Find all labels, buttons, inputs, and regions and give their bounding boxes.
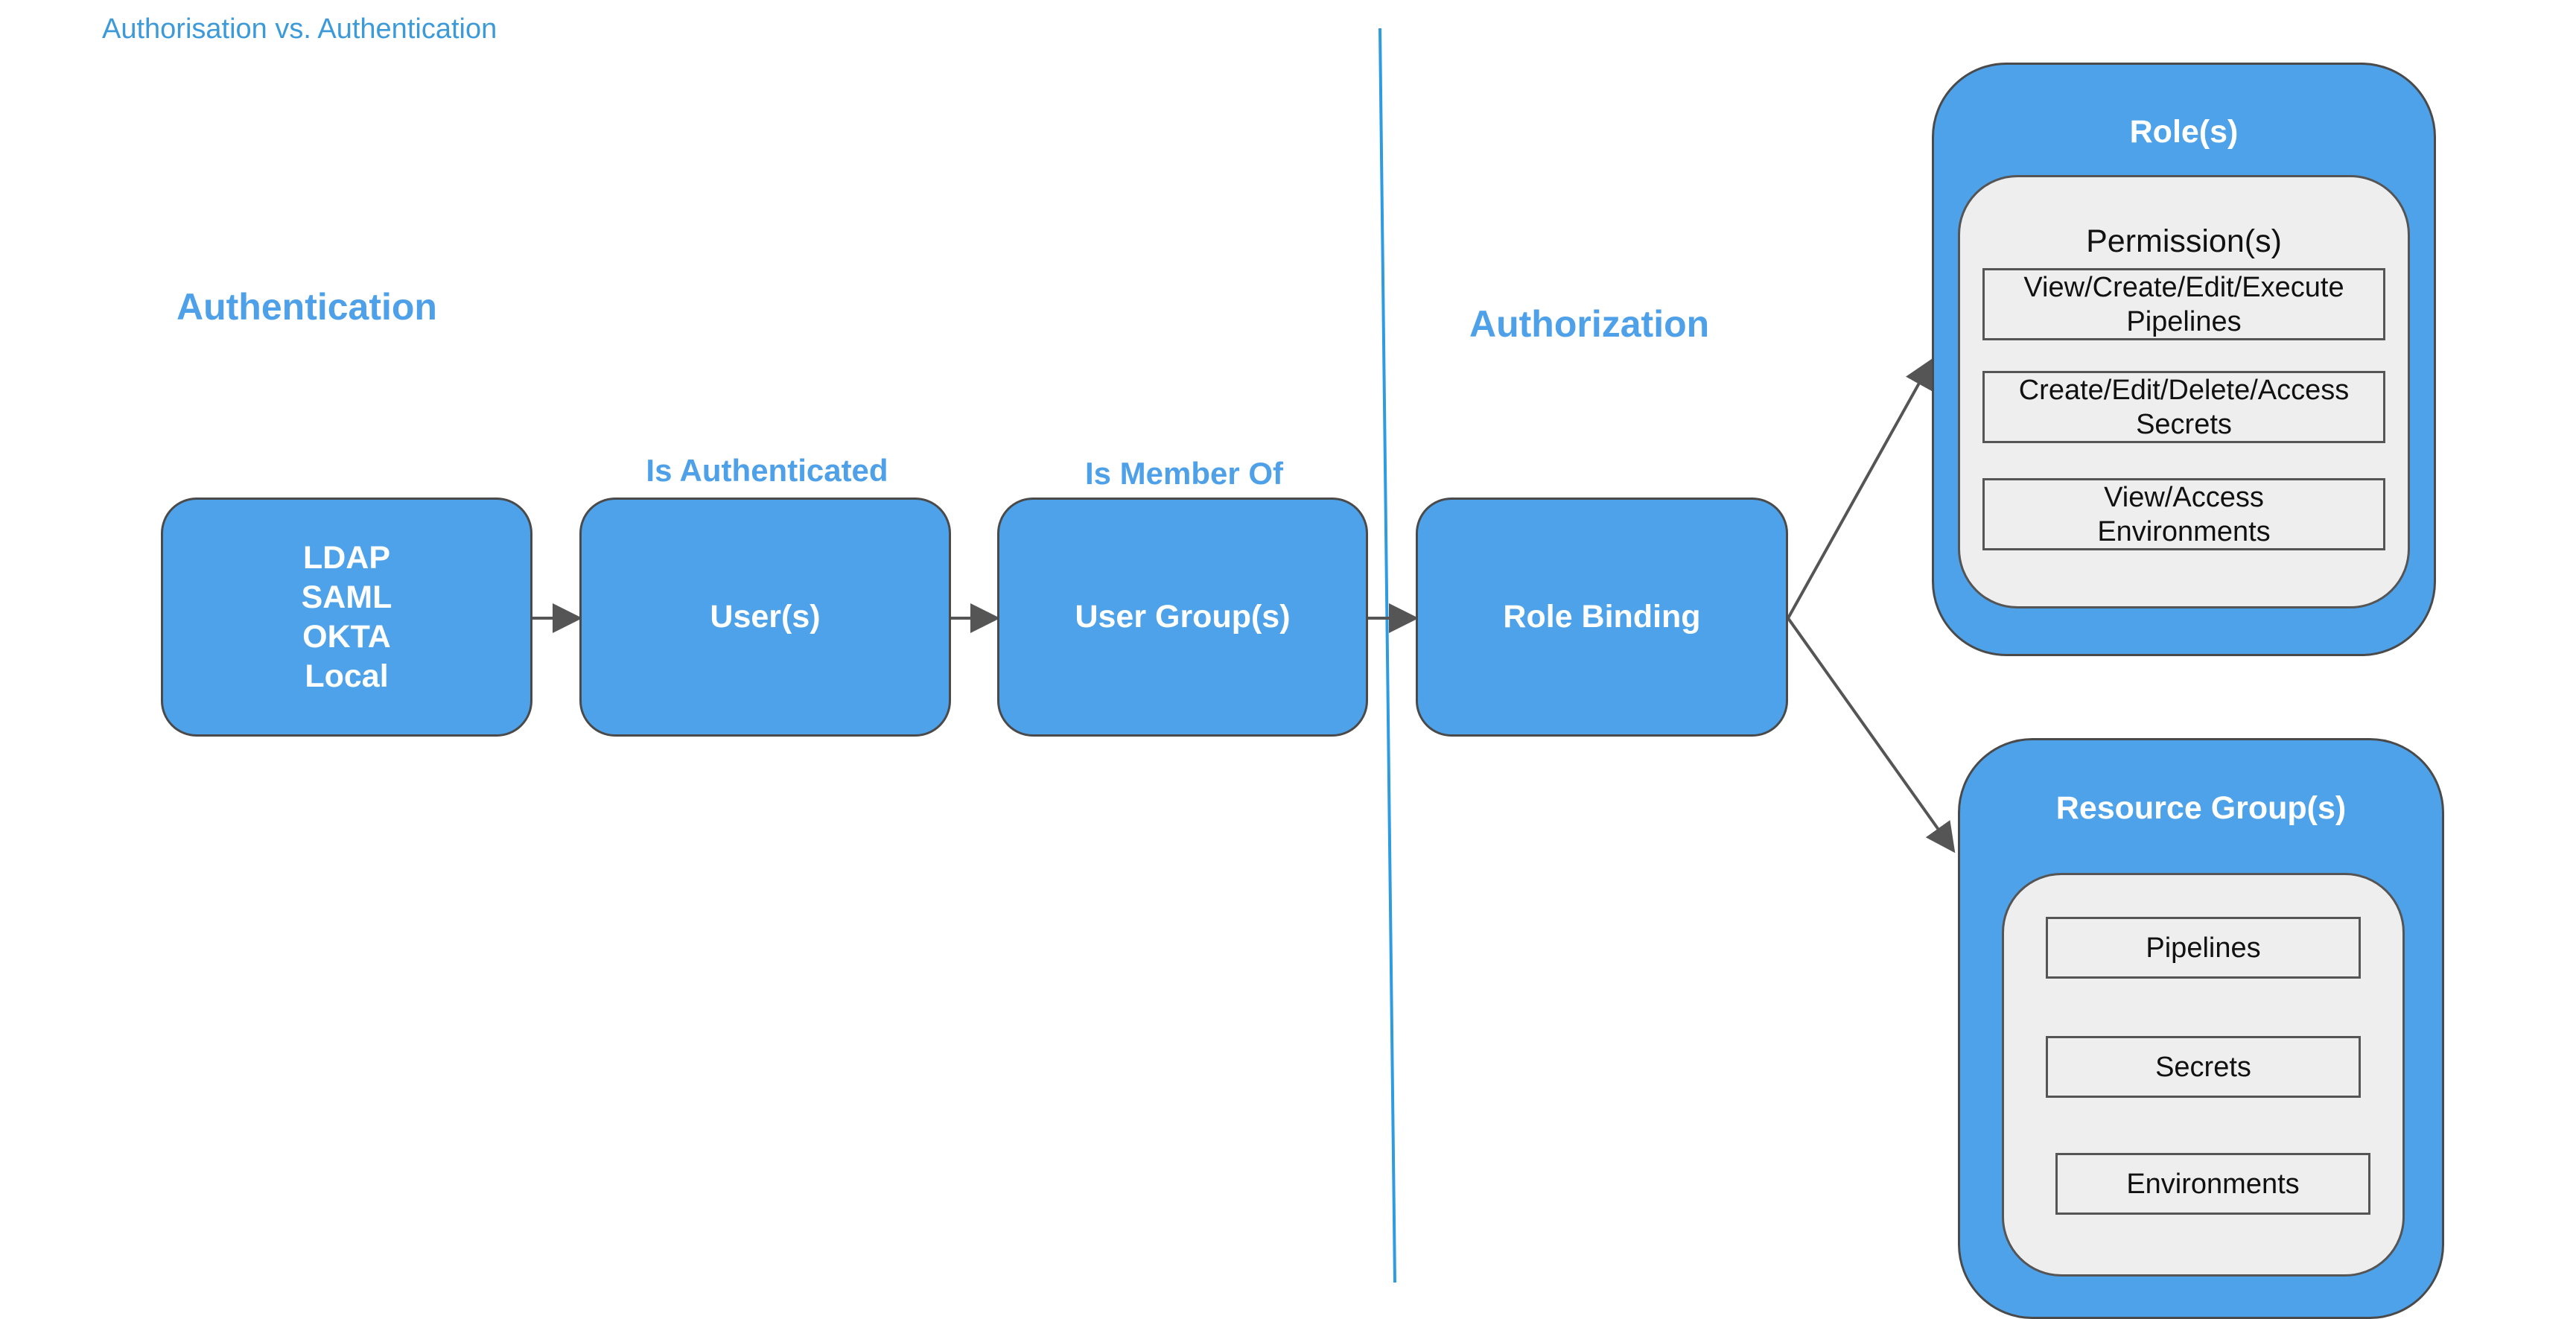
resources-panel: Pipelines Secrets Environments (2002, 873, 2405, 1277)
provider-okta: OKTA (302, 618, 391, 655)
resource-item-secrets: Secrets (2046, 1036, 2361, 1098)
resource-groups-title: Resource Group(s) (2055, 790, 2347, 826)
authentication-section-title: Authentication (176, 286, 437, 328)
users-label: User(s) (710, 599, 821, 635)
is-member-of-label: Is Member Of (1084, 456, 1284, 491)
provider-saml: SAML (301, 579, 392, 615)
roles-title: Role(s) (2129, 114, 2239, 150)
arrow-rolebinding-to-roles (1787, 357, 1933, 619)
provider-ldap: LDAP (302, 539, 391, 576)
resource-item-pipelines: Pipelines (2046, 917, 2361, 979)
role-binding-node: Role Binding (1416, 498, 1788, 737)
section-divider-line (1378, 28, 1396, 1283)
resource-item-environments: Environments (2055, 1153, 2370, 1215)
page-title: Authorisation vs. Authentication (102, 13, 497, 45)
authorization-section-title: Authorization (1469, 303, 1710, 345)
identity-providers-node: LDAP SAML OKTA Local (161, 498, 532, 737)
roles-container: Role(s) Permission(s) View/Create/Edit/E… (1932, 63, 2436, 656)
users-node: User(s) (579, 498, 951, 737)
is-authenticated-label: Is Authenticated (646, 453, 888, 488)
permissions-title: Permission(s) (2086, 223, 2282, 259)
provider-local: Local (305, 658, 389, 694)
role-binding-label: Role Binding (1503, 599, 1701, 635)
user-groups-node: User Group(s) (997, 498, 1368, 737)
arrow-rolebinding-to-resource-groups (1787, 617, 1956, 854)
user-groups-label: User Group(s) (1075, 599, 1291, 635)
resource-groups-container: Resource Group(s) Pipelines Secrets Envi… (1958, 738, 2444, 1319)
